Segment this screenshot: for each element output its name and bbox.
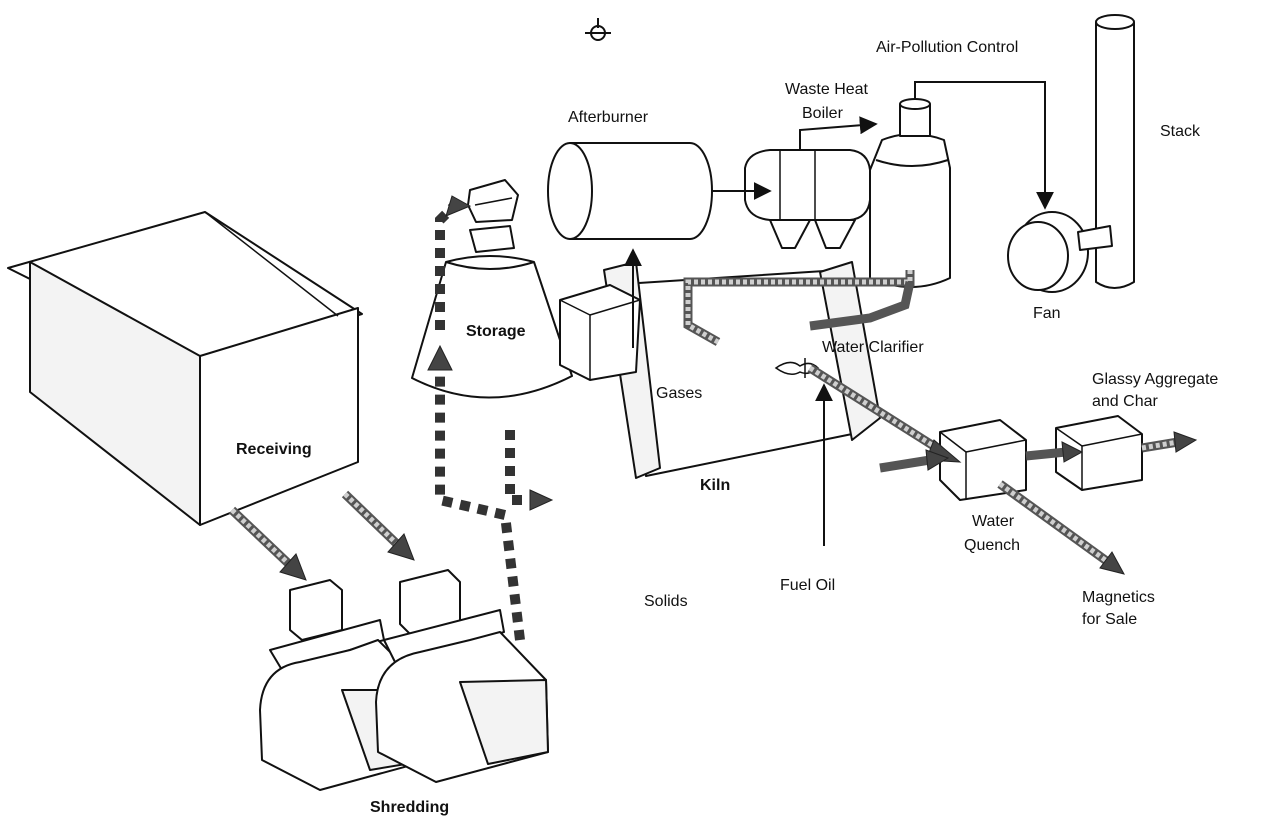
- label-fuel-oil: Fuel Oil: [780, 577, 835, 594]
- shredder-unit-right: [376, 570, 548, 782]
- label-for-sale: for Sale: [1082, 611, 1137, 628]
- kiln-unit: [560, 262, 880, 478]
- storage-to-kiln-conveyor: [510, 430, 552, 510]
- receiving-to-shredding-arrows: [232, 494, 414, 580]
- label-shredding: Shredding: [370, 799, 449, 816]
- label-glassy-aggregate: Glassy Aggregate: [1092, 371, 1218, 388]
- label-water: Water: [972, 513, 1015, 530]
- label-gases: Gases: [656, 385, 702, 402]
- label-fan: Fan: [1033, 305, 1061, 322]
- label-water-clarifier: Water Clarifier: [822, 339, 924, 356]
- label-boiler: Boiler: [802, 105, 844, 122]
- waste-heat-boiler-unit: [745, 150, 870, 248]
- label-afterburner: Afterburner: [568, 109, 649, 126]
- magnetics-output-arrow: [1000, 484, 1124, 574]
- label-solids: Solids: [644, 593, 688, 610]
- boiler-to-scrubber-arrow: [800, 124, 876, 150]
- label-and-char: and Char: [1092, 393, 1158, 410]
- air-pollution-control-unit: [870, 99, 950, 287]
- afterburner-unit: [548, 143, 712, 239]
- registration-mark-icon: [585, 18, 611, 40]
- label-magnetics: Magnetics: [1082, 589, 1155, 606]
- receiving-building: [8, 212, 362, 525]
- label-kiln: Kiln: [700, 477, 730, 494]
- label-stack: Stack: [1160, 123, 1201, 140]
- label-air-pollution-control: Air-Pollution Control: [876, 39, 1018, 56]
- label-quench: Quench: [964, 537, 1020, 554]
- label-receiving: Receiving: [236, 441, 312, 458]
- glassy-output-arrow: [1142, 432, 1196, 452]
- label-waste-heat: Waste Heat: [785, 81, 869, 98]
- label-storage: Storage: [466, 323, 526, 340]
